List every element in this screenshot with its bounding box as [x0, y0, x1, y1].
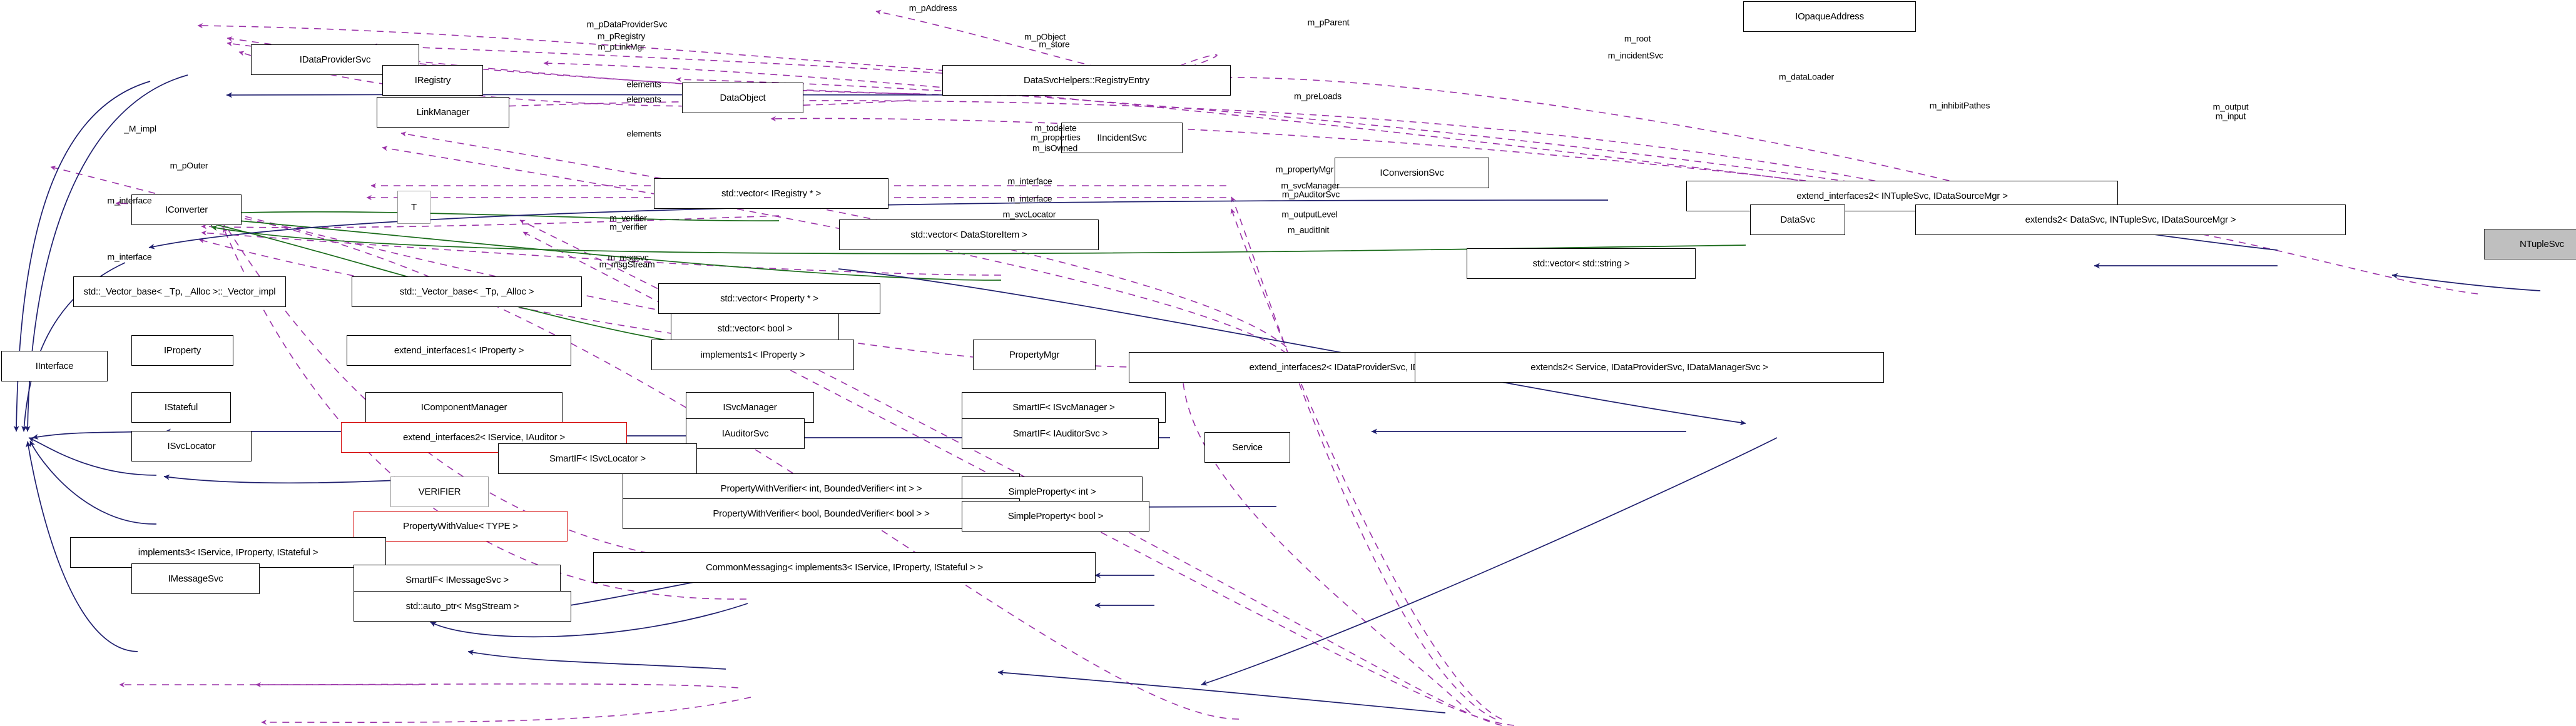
class-node-smartif-isvclocator[interactable]: SmartIF< ISvcLocator >	[498, 443, 697, 474]
edge-label-m-store: m_store	[1039, 39, 1070, 49]
class-node-vecbase[interactable]: std::_Vector_base< _Tp, _Alloc >	[352, 276, 582, 307]
class-node-propertywithvalue[interactable]: PropertyWithValue< TYPE >	[354, 511, 568, 542]
class-node-commonmessaging[interactable]: CommonMessaging< implements3< IService, …	[593, 552, 1096, 583]
edge-label-m-pobject: m_pObject	[1024, 31, 1066, 42]
edge-label-m-dataloader: m_dataLoader	[1779, 71, 1834, 82]
edge-label-m-propertymgr: m_propertyMgr	[1275, 164, 1334, 174]
class-node-imessagesvc[interactable]: IMessageSvc	[131, 563, 260, 594]
class-node-icomponentmanager[interactable]: IComponentManager	[365, 392, 563, 423]
class-node-vec-iregistry[interactable]: std::vector< IRegistry * >	[654, 178, 888, 209]
class-node-iinterface[interactable]: IInterface	[1, 351, 108, 381]
class-node-impl1-iproperty[interactable]: implements1< IProperty >	[651, 340, 854, 370]
edge-label-m-preloads: m_preLoads	[1294, 91, 1341, 101]
edge-label-m-auditinit: m_auditInit	[1287, 224, 1330, 235]
class-node-registryentry[interactable]: DataSvcHelpers::RegistryEntry	[942, 65, 1231, 96]
class-node-pwv-bool[interactable]: PropertyWithVerifier< bool, BoundedVerif…	[623, 498, 1020, 529]
class-node-autoptr-msgstream[interactable]: std::auto_ptr< MsgStream >	[354, 591, 571, 622]
class-node-vec-bool[interactable]: std::vector< bool >	[671, 313, 839, 344]
class-node-iconversionsvc[interactable]: IConversionSvc	[1335, 158, 1489, 188]
class-node-vec-property[interactable]: std::vector< Property * >	[658, 283, 880, 314]
class-node-datasvc[interactable]: DataSvc	[1750, 204, 1845, 235]
edge-label-m-pdataprovidersvc: m_pDataProviderSvc	[586, 19, 668, 29]
class-node-verifier[interactable]: VERIFIER	[390, 476, 489, 507]
edge-label-m-pparent: m_pParent	[1307, 17, 1350, 28]
class-node-extends2-datasvc[interactable]: extends2< DataSvc, INTupleSvc, IDataSour…	[1915, 204, 2346, 235]
edge-label-m-pauditorsvc: m_pAuditorSvc	[1281, 189, 1340, 199]
edge-label-m-verifier-2: m_verifier	[609, 221, 647, 232]
class-node-linkmanager[interactable]: LinkManager	[377, 97, 509, 128]
class-node-iincidentsvc[interactable]: IIncidentSvc	[1061, 123, 1183, 153]
class-node-impl3[interactable]: implements3< IService, IProperty, IState…	[70, 537, 386, 568]
class-node-iauditorsvc[interactable]: IAuditorSvc	[686, 418, 805, 449]
edge-label-elements-1: elements	[626, 79, 661, 89]
class-node-dataobject[interactable]: DataObject	[682, 83, 803, 113]
edge-label-m-root: m_root	[1624, 33, 1651, 44]
edge-label-elements-3: elements	[626, 128, 661, 139]
edge-label-m-paddress: m_pAddress	[909, 3, 957, 13]
edge-label-m-plinkmgr: m_pLinkMgr	[598, 41, 645, 52]
class-node-smartif-iauditorsvc[interactable]: SmartIF< IAuditorSvc >	[962, 418, 1159, 449]
edge-label-m-pouter: m_pOuter	[170, 160, 208, 171]
edge-label-m-msgstream: m_msgStream	[599, 259, 655, 270]
class-node-propertymgr[interactable]: PropertyMgr	[973, 340, 1096, 370]
class-node-vec-string[interactable]: std::vector< std::string >	[1467, 248, 1696, 279]
class-node-t-template[interactable]: T	[397, 191, 430, 224]
class-node-vecbase-impl[interactable]: std::_Vector_base< _Tp, _Alloc >::_Vecto…	[73, 276, 286, 307]
class-node-iproperty[interactable]: IProperty	[131, 335, 233, 366]
class-node-isvclocator[interactable]: ISvcLocator	[131, 431, 252, 461]
edge-label-m-interface-4: m_interface	[107, 251, 152, 262]
class-node-service[interactable]: Service	[1204, 432, 1290, 463]
edge-label-m-inhibitpathes: m_inhibitPathes	[1929, 100, 1990, 111]
class-node-iregistry[interactable]: IRegistry	[382, 65, 483, 96]
class-node-extif1-iproperty[interactable]: extend_interfaces1< IProperty >	[347, 335, 571, 366]
class-node-simpleproperty-bool[interactable]: SimpleProperty< bool >	[962, 501, 1149, 532]
edge-label-m-outputlevel: m_outputLevel	[1281, 209, 1338, 219]
edge-label-elements-2: elements	[626, 94, 661, 104]
edge-label-m-svcmanager: m_svcManager	[1281, 180, 1340, 191]
edge-label-m-svclocator: m_svcLocator	[1002, 209, 1056, 219]
edge-label-m-impl: _M_impl	[124, 123, 156, 134]
class-node-istateful[interactable]: IStateful	[131, 392, 231, 423]
class-node-ntuplesvc[interactable]: NTupleSvc	[2484, 229, 2576, 260]
class-node-vec-datastoreitem[interactable]: std::vector< DataStoreItem >	[839, 219, 1099, 250]
class-node-isvcmanager[interactable]: ISvcManager	[686, 392, 814, 423]
class-node-iconverter[interactable]: IConverter	[131, 194, 242, 225]
edge-label-m-interface-2: m_interface	[1007, 193, 1052, 204]
class-node-extends2-service[interactable]: extends2< Service, IDataProviderSvc, IDa…	[1415, 352, 1884, 383]
edge-label-m-interface-1: m_interface	[1007, 176, 1052, 186]
edge-label-m-msgsvc: m_msgsvc	[608, 252, 649, 263]
edge-label-m-incidentsvc: m_incidentSvc	[1607, 50, 1664, 61]
edge-label-m-pregistry: m_pRegistry	[597, 31, 646, 41]
class-node-iopaqueaddress[interactable]: IOpaqueAddress	[1743, 1, 1916, 32]
edge-label-m-verifier-1: m_verifier	[609, 213, 647, 223]
